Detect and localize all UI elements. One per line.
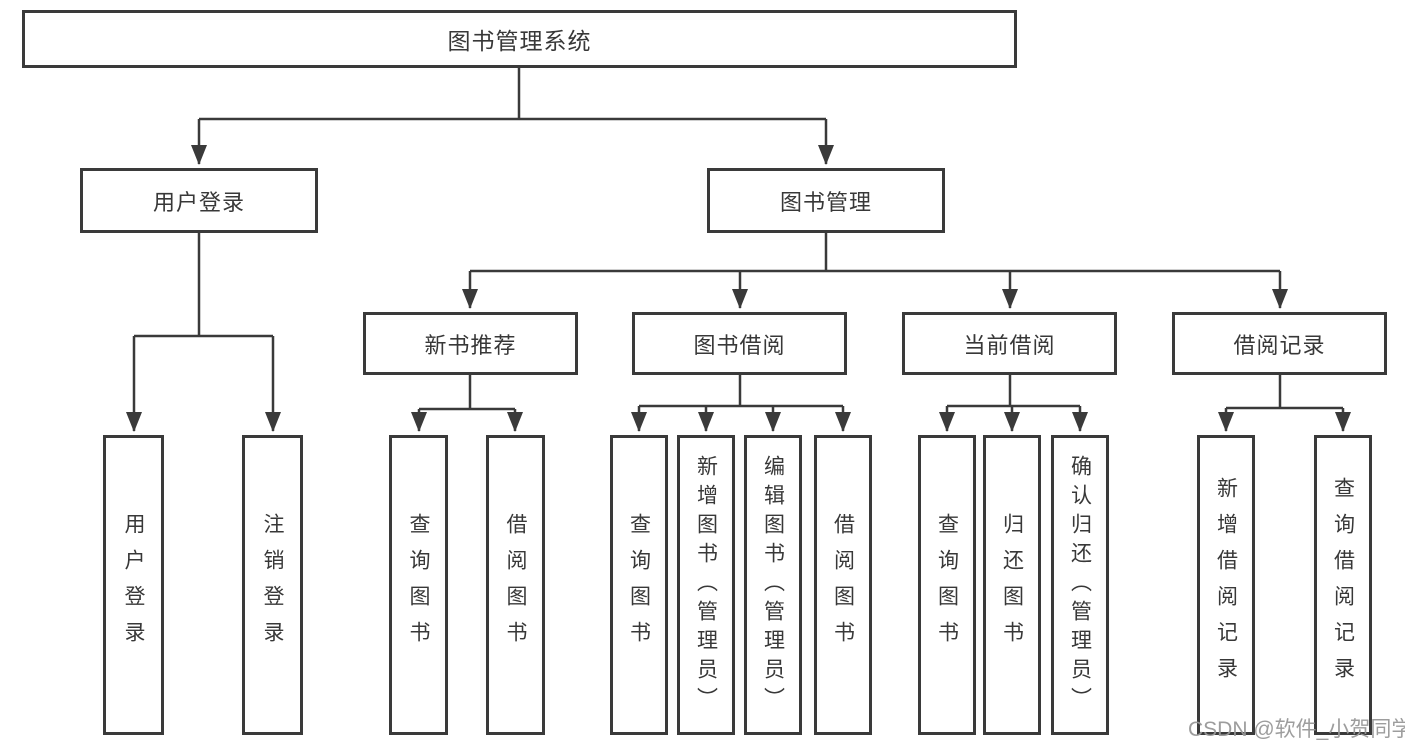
leaf-records-add-record: 新增借阅记录 [1197,435,1255,735]
leaf-newbook-query-books-label: 查询图书 [407,513,430,657]
node-user-login-label: 用户登录 [152,189,245,215]
leaf-borrow-query-books: 查询图书 [610,435,668,735]
node-borrow-records: 借阅记录 [1172,312,1387,375]
leaf-current-return-books-label: 归还图书 [1000,513,1024,657]
leaf-borrow-borrow-books: 借阅图书 [814,435,872,735]
node-root-label: 图书管理系统 [447,28,592,54]
node-current-borrow: 当前借阅 [902,312,1117,375]
node-current-borrow-label: 当前借阅 [963,332,1056,358]
leaf-current-return-books: 归还图书 [983,435,1041,735]
leaf-current-confirm-return-admin: 确认归还（管理员） [1051,435,1109,735]
node-new-book-recommend: 新书推荐 [363,312,578,375]
leaf-newbook-query-books: 查询图书 [389,435,448,735]
leaf-records-query-record: 查询借阅记录 [1314,435,1372,735]
leaf-records-query-record-label: 查询借阅记录 [1331,477,1355,693]
leaf-borrow-borrow-books-label: 借阅图书 [831,513,855,657]
leaf-user-login-label: 用户登录 [122,513,145,657]
csdn-watermark: CSDN @软件_小贺同学 [1188,718,1405,741]
node-borrow-records-label: 借阅记录 [1233,332,1326,358]
leaf-borrow-add-books-admin: 新增图书（管理员） [677,435,735,735]
node-book-borrow: 图书借阅 [632,312,847,375]
node-book-management: 图书管理 [707,168,945,233]
leaf-current-query-books: 查询图书 [918,435,976,735]
leaf-newbook-borrow-books: 借阅图书 [486,435,545,735]
leaf-current-query-books-label: 查询图书 [935,513,959,657]
node-root: 图书管理系统 [22,10,1017,68]
node-user-login: 用户登录 [80,168,318,233]
node-book-borrow-label: 图书借阅 [693,332,786,358]
leaf-logout-label: 注销登录 [261,513,284,657]
leaf-current-confirm-return-admin-label: 确认归还（管理员） [1068,454,1092,716]
leaf-logout: 注销登录 [242,435,303,735]
leaf-borrow-add-books-admin-label: 新增图书（管理员） [694,454,718,716]
leaf-borrow-edit-books-admin-label: 编辑图书（管理员） [761,454,785,716]
node-new-book-recommend-label: 新书推荐 [424,332,517,358]
leaf-borrow-edit-books-admin: 编辑图书（管理员） [744,435,802,735]
leaf-user-login: 用户登录 [103,435,164,735]
leaf-records-add-record-label: 新增借阅记录 [1214,477,1238,693]
leaf-newbook-borrow-books-label: 借阅图书 [504,513,527,657]
leaf-borrow-query-books-label: 查询图书 [627,513,651,657]
node-book-management-label: 图书管理 [779,189,872,215]
